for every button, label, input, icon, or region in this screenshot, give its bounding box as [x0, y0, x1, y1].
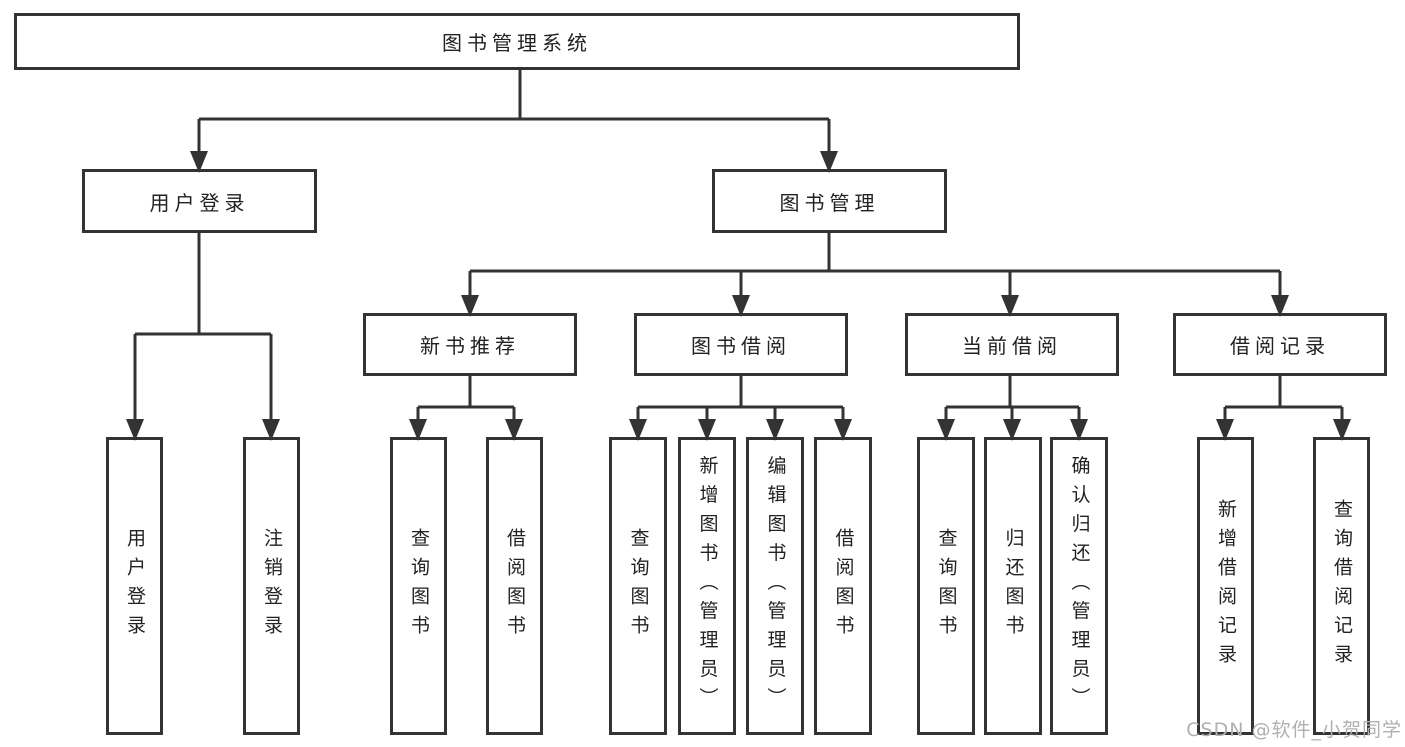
leaf-user-login: 用户登录	[106, 437, 163, 735]
leaf-add-books-admin: 新增图书（管理员）	[678, 437, 736, 735]
node-book-management-label: 图书管理	[779, 190, 880, 215]
node-library-system-label: 图书管理系统	[442, 31, 592, 55]
node-book-borrowing: 图书借阅	[634, 313, 848, 376]
leaf-add-borrow-record: 新增借阅记录	[1197, 437, 1254, 735]
leaf-logout-label: 注销登录	[261, 528, 283, 644]
leaf-query-books-recommend-label: 查询图书	[408, 528, 430, 644]
leaf-return-books-label: 归还图书	[1002, 528, 1025, 644]
node-new-book-recommendation: 新书推荐	[363, 313, 577, 376]
leaf-query-books-current: 查询图书	[917, 437, 975, 735]
leaf-borrow-books-recommend: 借阅图书	[486, 437, 543, 735]
node-current-borrowing-label: 当前借阅	[962, 334, 1062, 358]
leaf-query-books-recommend: 查询图书	[390, 437, 447, 735]
node-book-management: 图书管理	[712, 169, 947, 233]
leaf-user-login-label: 用户登录	[124, 528, 146, 644]
leaf-query-books-borrow-label: 查询图书	[627, 528, 650, 644]
leaf-edit-books-admin-label: 编辑图书（管理员）	[764, 455, 787, 717]
leaf-query-borrow-record-label: 查询借阅记录	[1331, 499, 1353, 673]
node-new-book-recommendation-label: 新书推荐	[420, 334, 520, 358]
leaf-return-books: 归还图书	[984, 437, 1042, 735]
node-borrowing-records-label: 借阅记录	[1230, 334, 1330, 358]
leaf-edit-books-admin: 编辑图书（管理员）	[746, 437, 804, 735]
node-borrowing-records: 借阅记录	[1173, 313, 1387, 376]
leaf-query-books-current-label: 查询图书	[935, 528, 958, 644]
leaf-query-borrow-record: 查询借阅记录	[1313, 437, 1370, 735]
watermark: CSDN @软件_小贺同学	[1186, 719, 1402, 741]
node-user-login-label: 用户登录	[149, 190, 250, 215]
leaf-confirm-return-admin: 确认归还（管理员）	[1050, 437, 1108, 735]
leaf-borrow-books-label: 借阅图书	[832, 528, 855, 644]
node-book-borrowing-label: 图书借阅	[691, 334, 791, 358]
node-user-login: 用户登录	[82, 169, 317, 233]
node-current-borrowing: 当前借阅	[905, 313, 1119, 376]
leaf-add-books-admin-label: 新增图书（管理员）	[696, 455, 719, 717]
leaf-borrow-books-recommend-label: 借阅图书	[504, 528, 526, 644]
leaf-query-books-borrow: 查询图书	[609, 437, 667, 735]
leaf-logout: 注销登录	[243, 437, 300, 735]
leaf-confirm-return-admin-label: 确认归还（管理员）	[1068, 455, 1091, 717]
leaf-borrow-books: 借阅图书	[814, 437, 872, 735]
leaf-add-borrow-record-label: 新增借阅记录	[1215, 499, 1237, 673]
node-library-system: 图书管理系统	[14, 13, 1020, 70]
